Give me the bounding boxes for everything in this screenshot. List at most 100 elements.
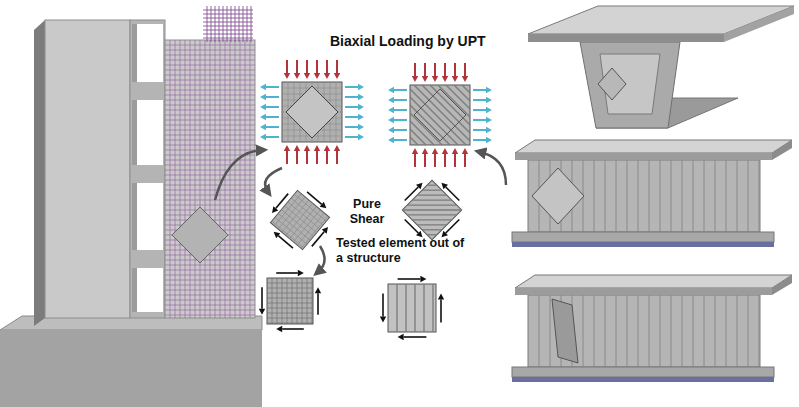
stirrup-line [616,160,617,232]
load-arrow-head [320,202,329,211]
load-arrow-shaft [345,136,358,138]
load-arrow-shaft [444,154,446,167]
shear-wall-panel [165,40,255,318]
wall-rebar-mesh [165,210,255,211]
load-arrow-head [486,97,492,103]
load-arrow-head [304,73,310,79]
wall-rebar-mesh [250,40,251,318]
rebar-line [272,278,273,324]
stirrup-line [737,160,738,232]
stirrup-line [693,295,694,367]
web-element [598,68,626,100]
load-arrow-shaft [444,63,446,76]
i-beam [512,140,792,247]
rebar-line [267,323,313,324]
prestress-strand [512,377,774,382]
window-opening [132,183,163,250]
rebar-line [267,318,313,319]
load-arrow-shaft [404,336,427,338]
load-arrow-head [314,145,320,151]
stirrup-line [594,295,595,367]
load-arrow-head [358,134,364,140]
rebar-line [438,85,470,117]
i-beam [512,275,792,382]
load-arrow-shaft [464,154,466,167]
load-arrow-head [388,137,394,143]
load-arrow-head [304,145,310,151]
wall-rebar-mesh [200,40,201,318]
load-arrow-shaft [394,129,407,131]
load-arrow-shaft [414,154,416,167]
window-reveal [132,24,137,82]
load-arrow-head [432,76,438,82]
window-reveal [132,268,137,312]
rebar-line [302,278,303,324]
wall-rebar-mesh [180,40,181,318]
stirrup-line [627,295,628,367]
load-arrow-shaft [296,151,298,164]
rebar-line [462,85,470,93]
load-arrow-shaft [336,60,338,73]
wall-rebar-mesh [165,65,255,66]
load-arrow-shaft [278,236,293,248]
rebar-line [410,129,426,145]
load-arrow-shaft [282,328,304,330]
rebar-line [427,180,437,190]
load-arrow-shaft [446,187,460,201]
rebar-line [312,278,313,324]
wall-rebar-mesh [165,70,255,71]
load-arrow-shaft [266,126,279,128]
stirrup-line [649,160,650,232]
load-arrow-shaft [454,63,456,76]
rebar-line [410,113,442,145]
beam-web [528,295,760,367]
load-arrow-head [358,114,364,120]
rebar-line [423,284,424,332]
wall-rebar-mesh [165,180,255,181]
figure-label: Pure Shear [344,197,390,227]
flange-end [772,140,792,160]
bottom-flange [512,232,774,242]
rebar-line [297,278,298,324]
load-arrow-head [452,148,458,154]
load-arrow-shaft [306,60,308,73]
wall-rebar-mesh [165,300,255,301]
rebar-cage-line [203,30,253,31]
rebar-line [430,85,470,125]
load-arrow-shaft [296,60,298,73]
load-arrow-head [439,180,448,189]
load-arrow-shaft [473,99,486,101]
top-flange [515,275,792,288]
rebar-line [278,213,310,240]
load-arrow-head [388,127,394,133]
window-opening [132,268,163,312]
load-arrow-head [276,326,282,332]
load-arrow-head [358,124,364,130]
figure-label: Biaxial Loading by UPT [330,33,486,50]
load-arrow-shaft [326,60,328,73]
rebar-line [294,194,326,221]
panel-square [410,85,470,145]
wall-rebar-mesh [175,40,176,318]
wall-rebar-mesh [165,80,255,81]
girder-section [580,42,680,128]
load-arrow-shaft [424,63,426,76]
top-flange [515,140,792,153]
rebar-cage-line [203,22,253,23]
stirrup-line [715,295,716,367]
stirrup-line [539,295,540,367]
load-arrow-shaft [454,154,456,167]
element-square [270,190,329,249]
load-arrow-head [334,73,340,79]
wall-rebar-mesh [165,260,255,261]
window-reveal [132,100,137,165]
wall-rebar-mesh [165,175,255,176]
wall-rebar-mesh [245,40,246,318]
foundation-face [0,330,262,407]
load-arrow-shaft [394,119,407,121]
rebar-line [267,308,313,309]
load-arrow-shaft [446,219,460,233]
rebar-line [267,298,313,299]
pure-shear-element [259,179,341,261]
load-arrow-head [412,76,418,82]
